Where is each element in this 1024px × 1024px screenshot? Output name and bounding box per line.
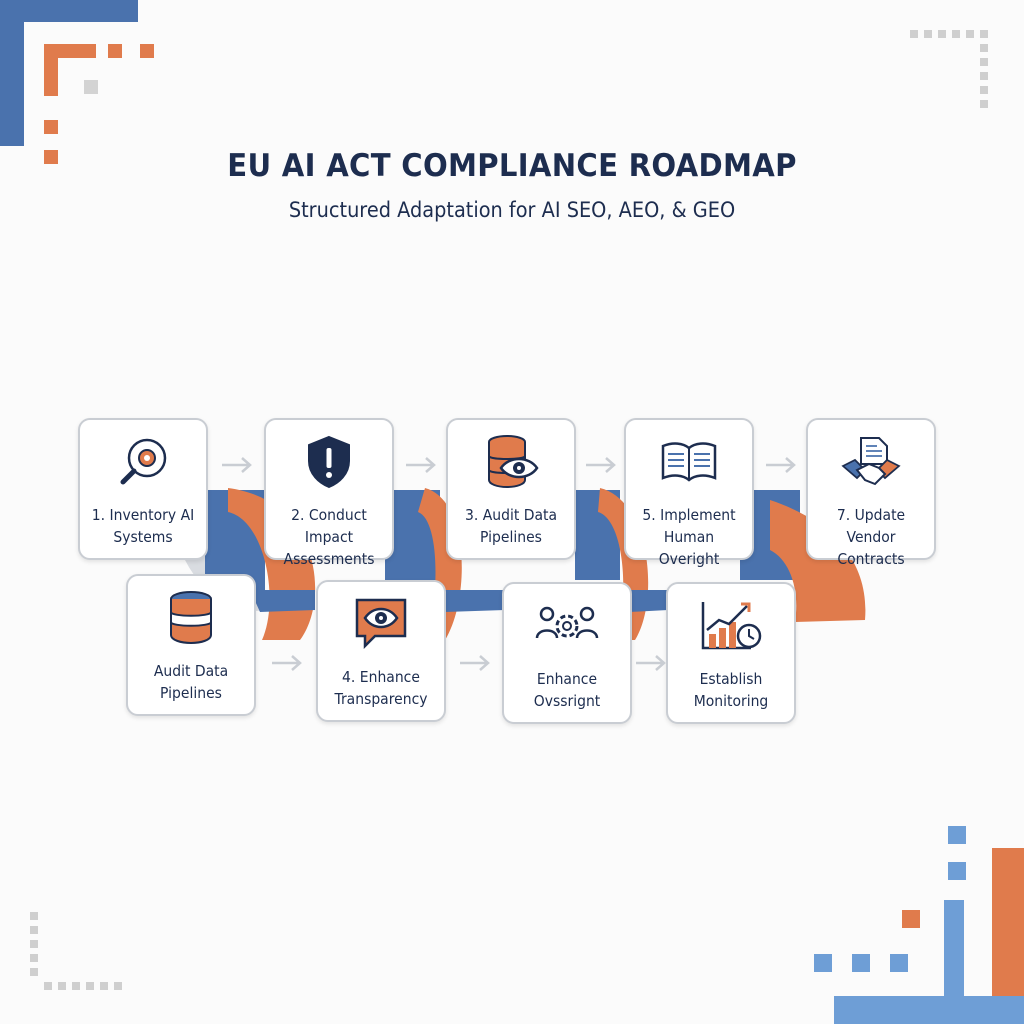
growth-chart-clock-icon [699, 598, 763, 654]
step-label: 7. Update Vendor Contracts [836, 506, 906, 568]
flow-arrow [220, 456, 254, 474]
flow-arrow [270, 654, 304, 672]
handshake-document-icon [839, 434, 903, 490]
flow-arrow [458, 654, 492, 672]
step-card-enhance-oversight: Enhance Ovssrignt [502, 582, 632, 724]
step-card-audit-data-pipelines: 3. Audit Data Pipelines [446, 418, 576, 560]
step-label: 4. Enhance Transparency [334, 668, 428, 708]
page-subtitle: Structured Adaptation for AI SEO, AEO, &… [288, 198, 736, 222]
magnifier-gear-icon [111, 434, 175, 490]
step-label: Establish Monitoring [693, 670, 769, 710]
flow-arrow [584, 456, 618, 474]
step-label: 5. Implement Human Overight [642, 506, 736, 568]
step-card-implement-human-oversight: 5. Implement Human Overight [624, 418, 754, 568]
corner-decoration-bottom-left [30, 912, 120, 992]
step-card-inventory-ai-systems: 1. Inventory AI Systems [78, 418, 208, 560]
shield-alert-icon [297, 434, 361, 490]
corner-decoration-top-right [910, 30, 1000, 110]
team-gear-icon [535, 598, 599, 654]
title-block: EU AI ACT COMPLIANCE ROADMAP Structured … [0, 148, 1024, 222]
flow-arrow [764, 456, 798, 474]
step-card-audit-data-pipelines-bottom: Audit Data Pipelines [126, 574, 256, 716]
step-label: Audit Data Pipelines [153, 662, 229, 702]
step-card-update-vendor-contracts: 7. Update Vendor Contracts [806, 418, 936, 568]
eye-speech-bubble-icon [349, 596, 413, 652]
corner-decoration-bottom-right [800, 820, 1024, 1024]
page-title: EU AI ACT COMPLIANCE ROADMAP [227, 148, 797, 184]
open-book-icon [657, 434, 721, 490]
database-icon [159, 590, 223, 646]
step-label: 2. Conduct Impact Assessments [283, 506, 375, 568]
step-card-enhance-transparency: 4. Enhance Transparency [316, 580, 446, 722]
flow-arrow [634, 654, 668, 672]
step-card-establish-monitoring: Establish Monitoring [666, 582, 796, 724]
flow-arrow [404, 456, 438, 474]
step-label: 1. Inventory AI Systems [91, 506, 195, 546]
corner-decoration-top-left [0, 0, 160, 170]
database-eye-icon [479, 434, 543, 490]
step-card-conduct-impact-assessments: 2. Conduct Impact Assessments [264, 418, 394, 568]
step-label: 3. Audit Data Pipelines [464, 506, 558, 546]
step-label: Enhance Ovssrignt [533, 670, 601, 710]
